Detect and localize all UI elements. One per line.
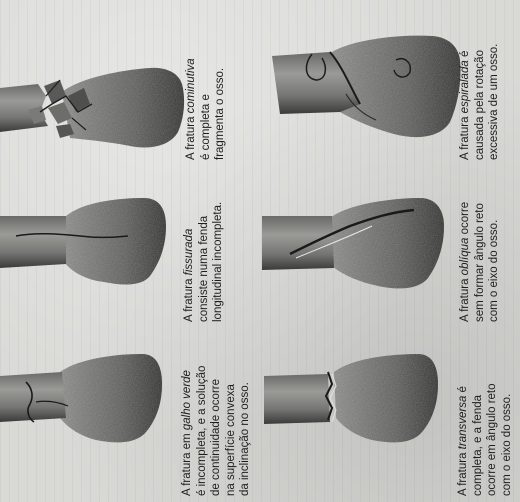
- caption-galho-verde: A fratura em galho verde é incompleta, e…: [180, 366, 253, 496]
- caption-cominutiva: A fratura cominutiva é completa e fragme…: [184, 58, 228, 160]
- term-galho-verde: galho verde: [181, 370, 193, 430]
- bone-espiralada: [272, 36, 461, 137]
- bone-cominutiva: [0, 68, 184, 148]
- caption-obliqua: A fratura oblíqua ocorre sem formar ângu…: [458, 202, 502, 322]
- bone-galho-verde: [0, 354, 162, 442]
- term-cominutiva: cominutiva: [185, 58, 197, 113]
- bone-obliqua: [262, 198, 444, 288]
- caption-transversa: A fratura transversa é completa, e a fen…: [456, 383, 514, 496]
- caption-espiralada: A fratura espiralada é causada pela rota…: [458, 44, 502, 160]
- term-fissurada: fissurada: [183, 229, 195, 276]
- term-espiralada: espiralada: [459, 60, 471, 113]
- bone-fissurada: [0, 198, 166, 284]
- caption-fissurada: A fratura fissurada consiste numa fenda …: [182, 202, 226, 322]
- term-obliqua: oblíqua: [459, 238, 471, 276]
- bone-transversa: [264, 354, 438, 442]
- term-transversa: transversa: [457, 396, 469, 450]
